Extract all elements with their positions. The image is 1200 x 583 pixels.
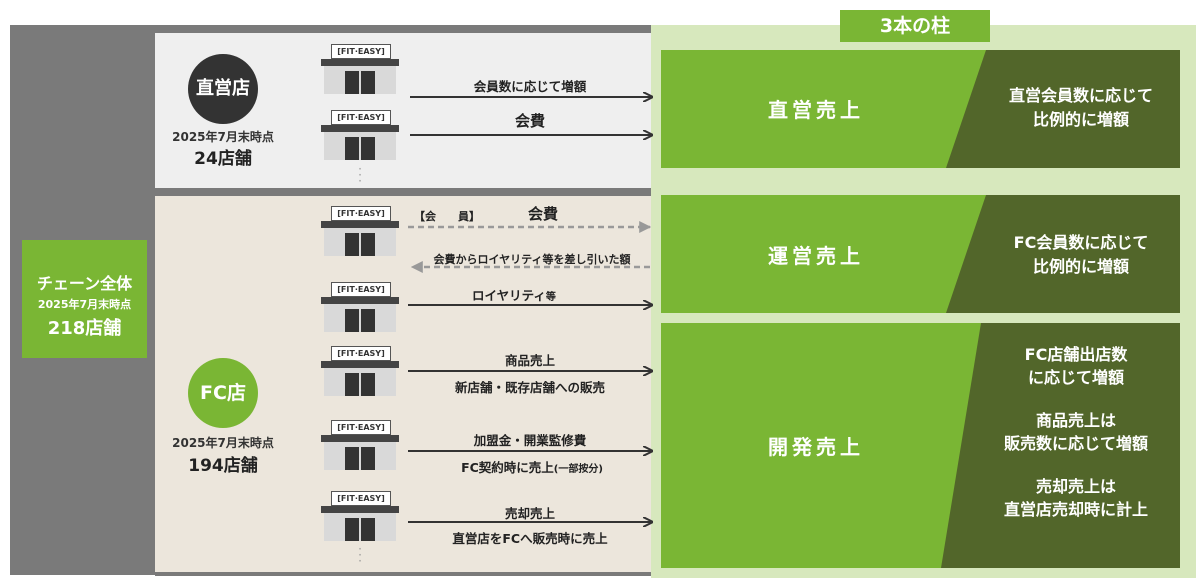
direct-count: 24店舗 [194, 149, 252, 169]
pillar-dev-desc-4: 販売数に応じて増額 [1003, 434, 1148, 453]
label-join-title: 加盟金・開業監修費 [473, 433, 587, 448]
chain-date: 2025年7月末時点 [37, 298, 132, 311]
chain-count: 218店舗 [47, 318, 122, 339]
pillar-dev-desc-2: に応じて増額 [1027, 368, 1124, 387]
band-top [155, 25, 651, 33]
store-door-split [359, 71, 361, 94]
store-sign: [FIT·EASY] [331, 282, 391, 297]
label-sale-sub: 直営店をFCへ販売時に売上 [452, 531, 608, 546]
fc-count: 194店舗 [188, 456, 258, 476]
store-roof [321, 435, 399, 442]
store-roof [321, 506, 399, 513]
store-sign: [FIT·EASY] [331, 206, 391, 221]
label-sale-title: 売却売上 [504, 506, 555, 521]
store-roof [321, 297, 399, 304]
store-roof [321, 221, 399, 228]
label-join-sub: FC契約時に売上 [461, 460, 554, 475]
band-bottom [155, 572, 651, 576]
store-building-icon: [FIT·EASY] [321, 110, 399, 160]
more-fc-stores-dots: ··· [358, 542, 362, 568]
label-direct-member: 会員数に応じて増額 [473, 79, 587, 94]
store-door-split [359, 309, 361, 332]
store-building-icon: [FIT·EASY] [321, 491, 399, 541]
pillar-ops-sales: 運営売上 FC会員数に応じて 比例的に増額 [661, 195, 1180, 313]
store-building-icon: [FIT·EASY] [321, 206, 399, 256]
pillar-direct-dark-shape [946, 50, 1180, 168]
store-roof [321, 361, 399, 368]
store-door-split [359, 447, 361, 470]
chain-total-box: チェーン全体 2025年7月末時点 218店舗 [22, 240, 147, 358]
pillar-ops-desc-2: 比例的に増額 [1032, 257, 1129, 276]
label-goods-title: 商品売上 [504, 353, 555, 368]
pillar-ops-desc-1: FC会員数に応じて [1013, 233, 1149, 252]
store-sign: [FIT·EASY] [331, 420, 391, 435]
store-building-icon: [FIT·EASY] [321, 282, 399, 332]
pillar-dev-desc-1: FC店舗出店数 [1024, 345, 1128, 364]
pillar-ops-dark-shape [946, 195, 1180, 313]
store-roof [321, 125, 399, 132]
pillar-dev-desc: FC店舗出店数 に応じて増額 商品売上は 販売数に応じて増額 売却売上は 直営店… [971, 343, 1181, 521]
label-royalty-suffix: 等 [545, 292, 556, 303]
pillar-ops-desc: FC会員数に応じて 比例的に増額 [976, 231, 1186, 279]
pillar-ops-label: 運営売上 [768, 244, 864, 268]
band-divider [155, 188, 651, 196]
label-join-sub-box: FC契約時に売上(一部按分) [412, 457, 652, 476]
store-sign: [FIT·EASY] [331, 110, 391, 125]
store-building-icon: [FIT·EASY] [321, 420, 399, 470]
label-join-sub-small: (一部按分) [553, 464, 603, 475]
pillar-direct-desc-2: 比例的に増額 [1032, 110, 1129, 129]
more-stores-dots: ··· [358, 162, 362, 188]
label-royalty-box: ロイヤリティ等 [472, 285, 556, 304]
pillar-direct-sales: 直営売上 直営会員数に応じて 比例的に増額 [661, 50, 1180, 168]
store-door-split [359, 373, 361, 396]
label-goods-sub: 新店舗・既存店舗への販売 [454, 380, 605, 395]
store-sign: [FIT·EASY] [331, 44, 391, 59]
label-fc-member-tag: 【会 員】 [414, 210, 480, 223]
direct-store-badge: 直営店 [188, 54, 258, 124]
store-building-icon: [FIT·EASY] [321, 44, 399, 94]
pillar-dev-dark-shape [941, 323, 1180, 568]
label-fc-fee: 会費 [528, 205, 559, 223]
label-direct-fee: 会費 [514, 112, 545, 130]
pillars-title: 3本の柱 [840, 10, 990, 42]
pillar-dev-label: 開発売上 [768, 435, 864, 459]
direct-date: 2025年7月末時点 [172, 130, 274, 144]
store-building-icon: [FIT·EASY] [321, 346, 399, 396]
fc-store-badge: FC店 [188, 358, 258, 428]
chain-title: チェーン全体 [36, 274, 133, 293]
pillar-dev-sales: 開発売上 FC店舗出店数 に応じて増額 商品売上は 販売数に応じて増額 売却売上… [661, 323, 1180, 568]
pillar-direct-label: 直営売上 [768, 98, 864, 122]
store-sign: [FIT·EASY] [331, 346, 391, 361]
pillar-dev-desc-3: 商品売上は [1035, 411, 1116, 430]
fc-date: 2025年7月末時点 [172, 436, 274, 450]
store-door-split [359, 233, 361, 256]
store-door-split [359, 518, 361, 541]
pillar-direct-desc: 直営会員数に応じて 比例的に増額 [976, 84, 1186, 132]
store-sign: [FIT·EASY] [331, 491, 391, 506]
pillar-direct-desc-1: 直営会員数に応じて [1008, 86, 1153, 105]
store-door-split [359, 137, 361, 160]
label-royalty: ロイヤリティ [472, 288, 546, 303]
label-fc-return: 会費からロイヤリティ等を差し引いた額 [433, 253, 631, 266]
store-roof [321, 59, 399, 66]
pillar-dev-desc-5: 売却売上は [1035, 477, 1116, 496]
pillar-dev-desc-6: 直営店売却時に計上 [1003, 500, 1148, 519]
